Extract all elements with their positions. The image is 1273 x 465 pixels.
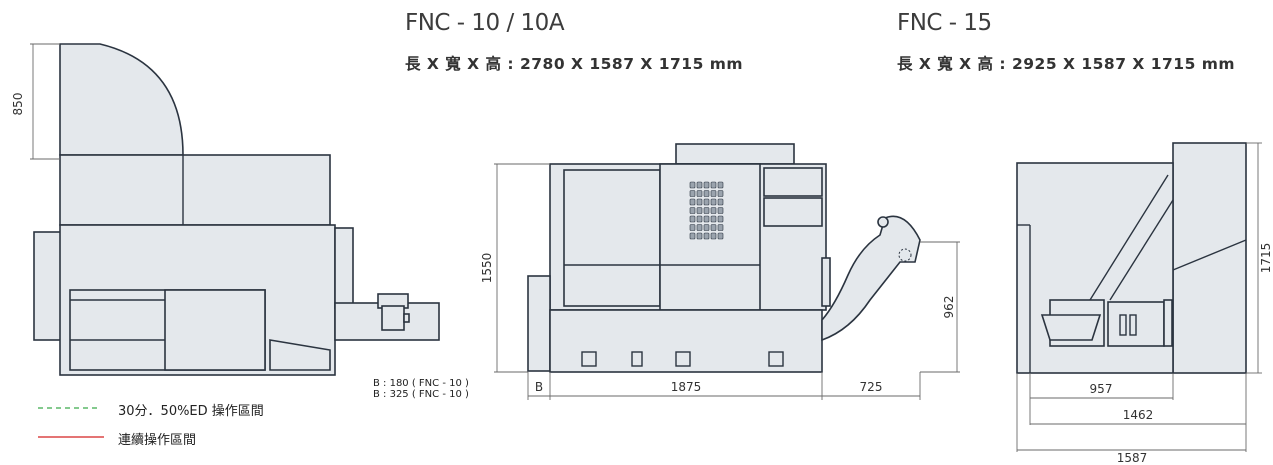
front-screen-lower — [763, 197, 823, 227]
keypad-key — [703, 190, 710, 197]
dim-957: 957 — [1090, 382, 1113, 396]
keypad-key — [689, 181, 696, 189]
legend-label-solid: 連續操作區間 — [118, 433, 197, 448]
front-door — [563, 169, 661, 307]
keypad-key — [696, 198, 703, 206]
top-left-unit — [33, 231, 63, 341]
keypad-key — [710, 232, 717, 240]
front-panel — [659, 163, 761, 311]
keypad-key — [710, 198, 717, 206]
top-view: 850 — [11, 43, 440, 376]
front-screen-upper — [763, 167, 823, 197]
dim-850: 850 — [11, 93, 25, 116]
keypad-key — [710, 224, 717, 231]
keypad-key — [710, 181, 717, 189]
legend-label-dashed: 30分．50%ED 操作區間 — [118, 404, 264, 419]
keypad-key — [717, 224, 724, 231]
keypad-key — [689, 224, 696, 231]
model-dims-fnc10: 長 X 寬 X 高 : 2780 X 1587 X 1715 mm — [405, 55, 744, 73]
keypad-key — [717, 232, 724, 240]
keypad-key — [696, 181, 703, 189]
front-top-box — [675, 143, 795, 165]
keypad-key — [696, 215, 703, 223]
dim-1715: 1715 — [1259, 243, 1273, 274]
keypad-key — [717, 198, 724, 206]
side-view: 1715 957 1462 1587 — [1016, 142, 1273, 465]
b-note-2: B : 325 ( FNC - 10 ) — [373, 389, 469, 400]
keypad-key — [689, 215, 696, 223]
keypad-key — [703, 181, 710, 189]
keypad-key — [689, 190, 696, 197]
keypad-key — [696, 232, 703, 240]
keypad-key — [710, 215, 717, 223]
keypad-key — [703, 232, 710, 240]
control-keypad — [689, 181, 724, 240]
keypad-key — [703, 207, 710, 214]
model-title-fnc10: FNC - 10 / 10A — [405, 10, 565, 36]
keypad-key — [703, 224, 710, 231]
keypad-key — [689, 232, 696, 240]
chip-conveyor — [821, 215, 921, 342]
dim-962: 962 — [942, 296, 956, 319]
top-conveyor-box — [381, 305, 405, 331]
keypad-key — [689, 207, 696, 214]
keypad-key — [696, 190, 703, 197]
side-rear-unit — [1172, 142, 1247, 374]
front-left-motor — [527, 275, 551, 372]
top-upper-cover — [59, 154, 331, 226]
keypad-key — [717, 215, 724, 223]
keypad-key — [717, 207, 724, 214]
front-base — [549, 309, 823, 373]
keypad-key — [703, 198, 710, 206]
door-sweep-area — [59, 43, 184, 156]
keypad-key — [717, 190, 724, 197]
keypad-key — [717, 181, 724, 189]
keypad-key — [710, 207, 717, 214]
keypad-key — [689, 198, 696, 206]
keypad-key — [696, 207, 703, 214]
front-view: 1550 962 B 1875 725 — [480, 143, 960, 400]
model-title-fnc15: FNC - 15 — [897, 10, 992, 36]
top-chute — [269, 339, 331, 371]
model-dims-fnc15: 長 X 寬 X 高 : 2925 X 1587 X 1715 mm — [897, 55, 1236, 73]
dim-1587: 1587 — [1117, 451, 1148, 465]
top-turret — [164, 289, 266, 371]
top-right-unit — [334, 227, 354, 309]
dim-1550: 1550 — [480, 253, 494, 284]
dim-b: B — [535, 380, 543, 394]
dim-1875: 1875 — [671, 380, 702, 394]
keypad-key — [696, 224, 703, 231]
dim-725: 725 — [860, 380, 883, 394]
dim-1462: 1462 — [1123, 408, 1154, 422]
keypad-key — [710, 190, 717, 197]
b-note-1: B : 180 ( FNC - 10 ) — [373, 378, 469, 389]
keypad-key — [703, 215, 710, 223]
